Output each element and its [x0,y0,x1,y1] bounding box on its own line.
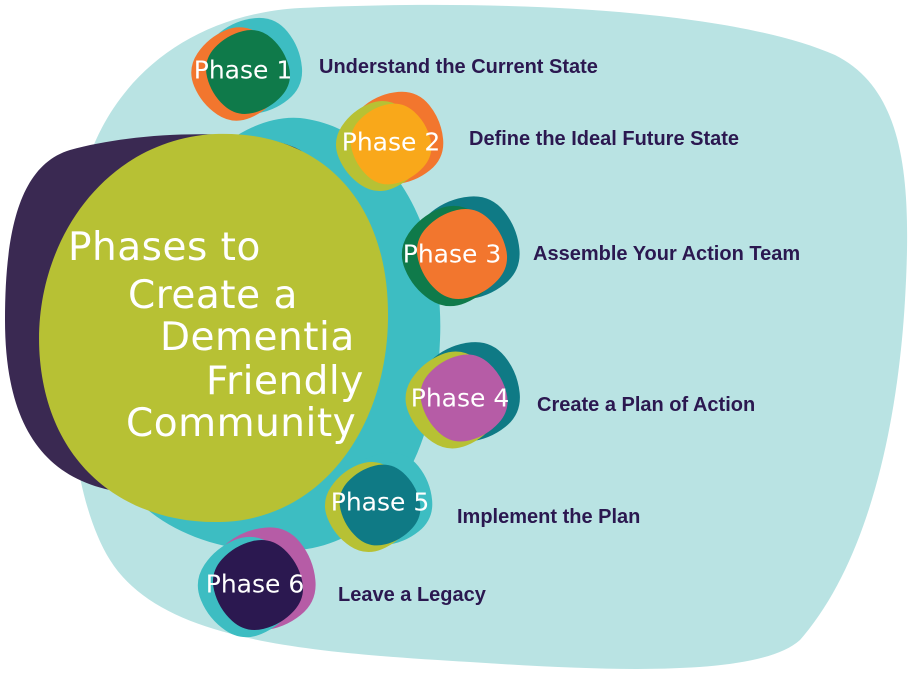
title-line-4: Friendly [206,359,364,404]
phase-2-description: Define the Ideal Future State [469,128,740,150]
phase-1-label: Phase 1 [193,55,293,85]
green-main-circle [39,133,389,523]
phase-6-front-shape [212,539,304,631]
phase-5-label: Phase 5 [330,487,430,517]
phase-4-front-shape [420,354,508,442]
phase-6-label: Phase 6 [205,569,305,599]
phase-4-label: Phase 4 [410,383,510,413]
phase-5-front-shape [339,464,421,546]
title-line-3: Dementia [160,315,355,360]
phase-6-description: Leave a Legacy [338,584,486,606]
phase-3-front-shape [416,208,508,300]
phase-2-front-shape [350,103,432,185]
title-line-1: Phases to [68,225,261,270]
phase-1-description: Understand the Current State [319,56,598,78]
phase-3-description: Assemble Your Action Team [533,243,801,265]
phase-4-description: Create a Plan of Action [537,394,756,416]
title-line-5: Community [126,401,357,446]
phase-1-front-shape [206,30,290,114]
title-line-2: Create a [128,273,298,318]
phase-5-description: Implement the Plan [457,506,641,528]
phase-3-label: Phase 3 [402,239,502,269]
phase-2-label: Phase 2 [341,127,441,157]
